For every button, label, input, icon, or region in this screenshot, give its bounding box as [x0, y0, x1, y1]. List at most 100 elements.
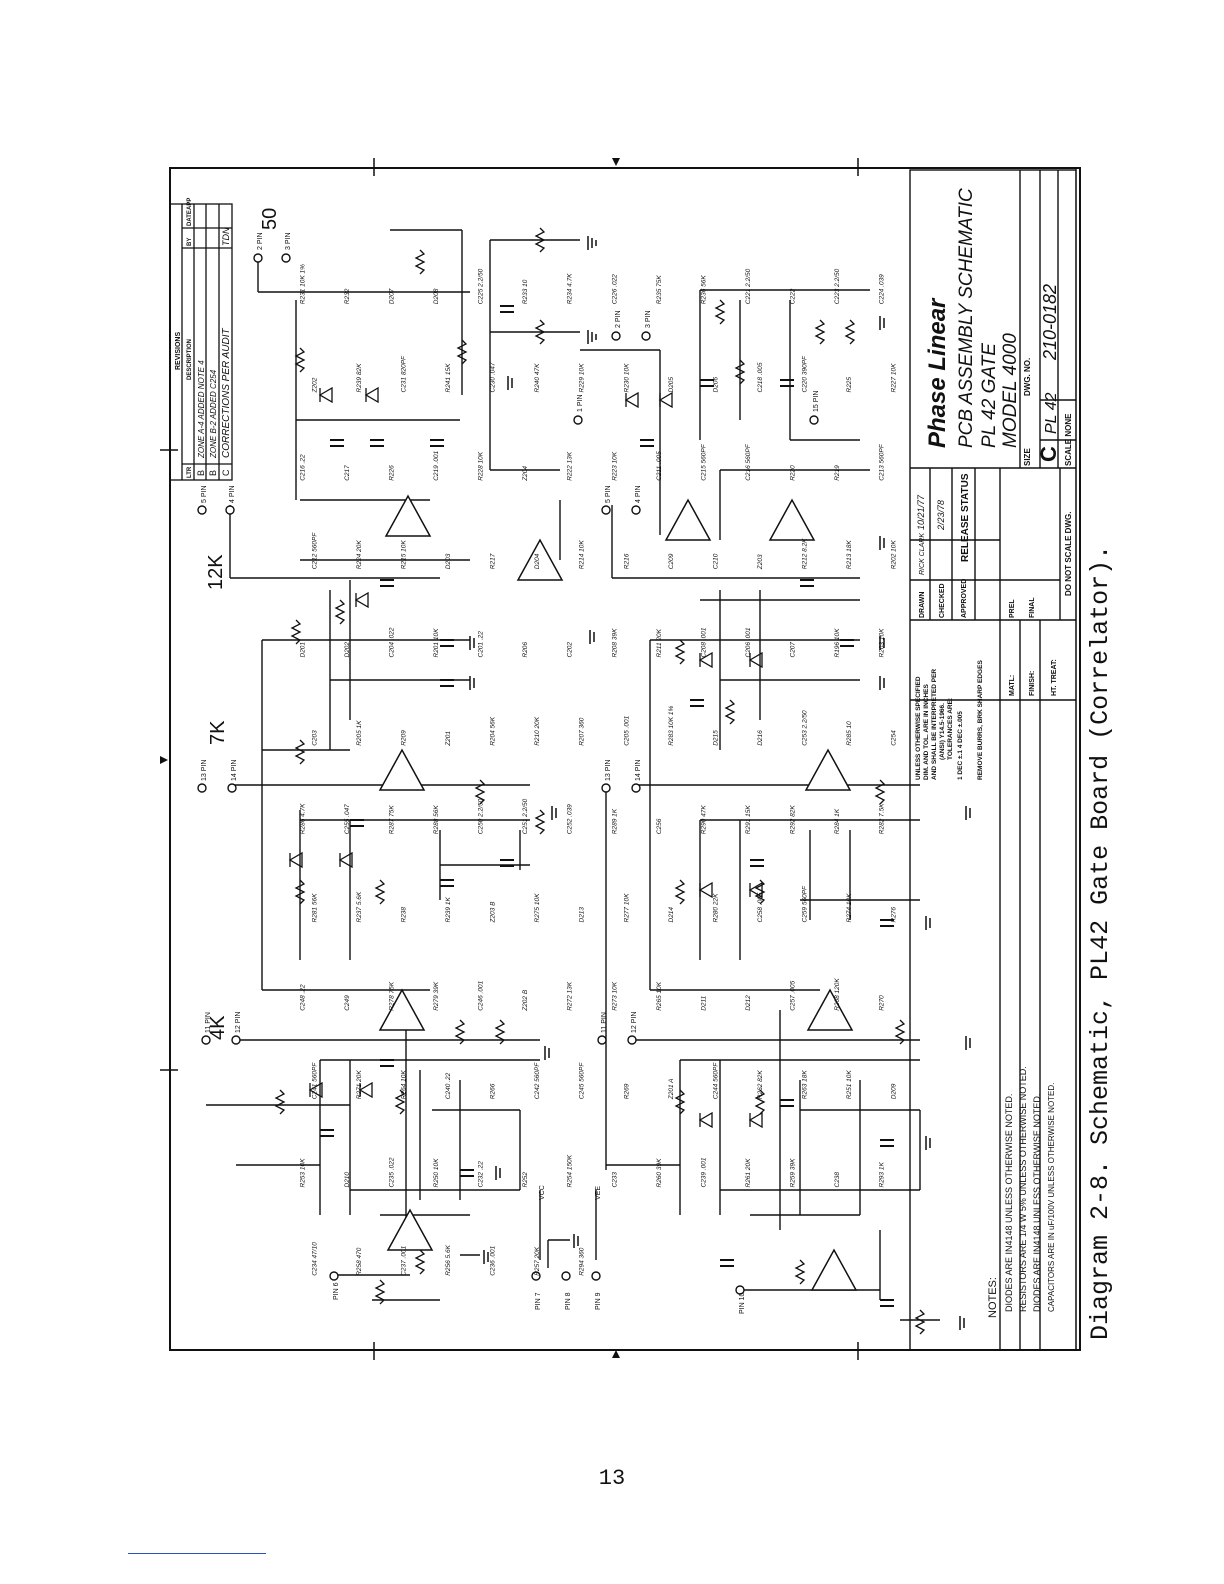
component-label: R208 39K — [611, 628, 618, 658]
component-label: R215 10K — [400, 540, 407, 570]
revision-row-3-by: TDN — [221, 227, 231, 246]
component-label: C236 .001 — [490, 1245, 497, 1275]
checked-date: 2/23/78 — [936, 500, 946, 531]
capacitor-symbols — [320, 305, 894, 1307]
component-label: R237 5.6K — [356, 891, 363, 922]
final-label: FINAL — [1029, 597, 1036, 618]
component-label: R233 10 — [522, 279, 529, 304]
pin-label-12: 12 PIN — [235, 1012, 242, 1033]
component-label: R294 360 — [579, 1247, 586, 1276]
component-label: R227 10K — [891, 363, 898, 393]
component-label: R263 18K — [802, 1070, 809, 1100]
component-label: Z202 B — [522, 989, 529, 1012]
component-label: R274 10K — [846, 893, 853, 923]
revisions-header-by: BY — [187, 238, 193, 246]
drawn-label: DRAWN — [919, 592, 926, 618]
component-label: D216 — [757, 730, 764, 746]
zone-12k: 12K — [205, 554, 227, 590]
component-label: R234 4.7K — [567, 273, 574, 304]
component-label: R207 360 — [579, 717, 586, 746]
component-label: R256 5.6K — [445, 1244, 452, 1275]
component-label: R257 20K — [534, 1246, 541, 1276]
component-label: R225 — [846, 377, 853, 393]
component-label: C201 .22 — [478, 631, 485, 658]
component-label: R254 150K — [567, 1154, 574, 1187]
tolerance-line-5: TOLERANCES ARE: — [947, 698, 954, 760]
component-label: C218 .005 — [757, 362, 764, 392]
component-label: C251 2.2/50 — [522, 798, 529, 834]
pin-label-10: PIN 10 — [739, 1292, 746, 1314]
component-label: Z201 — [445, 731, 452, 747]
component-label: R288 56K — [433, 805, 440, 835]
component-label: R289 1K — [611, 808, 618, 834]
schematic-notes: NOTES: DIODES ARE IN4148 UNLESS OTHERWIS… — [987, 1066, 1056, 1318]
component-label: C241 560PF — [311, 1062, 318, 1100]
component-label: Z201 A — [668, 1078, 675, 1100]
component-label: R229 10K — [579, 363, 586, 393]
component-label: C207 — [790, 642, 797, 658]
component-label: R250 10K — [433, 1158, 440, 1188]
component-label: R212 8.2K — [802, 538, 809, 569]
tolerance-line-1: UNLESS OTHERWISE SPECIFIED — [915, 676, 922, 780]
component-label: R201 10K — [433, 628, 440, 658]
component-label: R283 10K 1% — [668, 705, 675, 745]
component-label: D208 — [433, 288, 440, 304]
component-label: R232 — [344, 288, 351, 304]
component-label: R260 39K — [656, 1158, 663, 1188]
company-logo: Phase Linear — [924, 297, 951, 448]
component-label: R228 10K — [478, 451, 485, 481]
component-label: C216 .22 — [299, 454, 306, 481]
component-label: R230 10K — [623, 363, 630, 393]
footnote-rule — [128, 1553, 266, 1554]
component-label: C219 .001 — [433, 450, 440, 480]
component-label: R293 1K — [879, 1162, 886, 1188]
pin-label-13: 13 PIN — [201, 760, 208, 781]
component-label: R252 — [522, 1172, 529, 1188]
pin-label-14b: 14 PIN — [635, 760, 642, 781]
pin-label-12b: 12 PIN — [631, 1012, 638, 1033]
component-label: R272 13K — [567, 981, 574, 1011]
tolerance-line-3: AND SHALL BE INTERPRETED PER — [931, 669, 938, 780]
component-label: R214 10K — [579, 540, 586, 570]
component-label: C253 2.2/50 — [802, 710, 809, 746]
component-label: D205 — [668, 377, 675, 393]
component-label: C211 .005 — [656, 451, 663, 481]
component-label: Z203 B — [490, 901, 497, 924]
supply-vee: VEE — [595, 1186, 602, 1200]
dwg-number: 210-0182 — [1040, 284, 1060, 361]
component-label: C210 — [712, 553, 719, 569]
revision-row-2-desc: ZONE B-2 ADDED C254 — [209, 369, 218, 459]
component-label: C217 — [344, 465, 351, 481]
component-label: C250 2.2/50 — [478, 798, 485, 834]
circuit-wiring — [206, 229, 940, 1321]
component-label: R271 20K — [356, 1070, 363, 1100]
revisions-header-description: DESCRIPTION — [187, 339, 193, 380]
component-label: C204 .022 — [388, 627, 395, 657]
revision-row-2-ltr: B — [208, 470, 218, 476]
component-label: R268 120K — [834, 978, 841, 1011]
pin-label-1: 1 PIN — [577, 394, 584, 412]
do-not-scale: DO NOT SCALE DWG. — [1064, 512, 1073, 596]
component-label: C252 .039 — [567, 804, 574, 834]
component-label: R278 75K — [388, 981, 395, 1011]
scale-label: SCALE NONE — [1064, 413, 1073, 466]
component-label: R266 — [490, 1083, 497, 1099]
component-label: D201 — [299, 642, 306, 658]
zone-7k: 7K — [207, 720, 229, 745]
component-label: C239 .001 — [700, 1157, 707, 1187]
component-label: D207 — [388, 288, 395, 304]
pin-label-4b: 4 PIN — [635, 485, 642, 503]
revisions-header-ltr: LTR — [187, 466, 193, 478]
revisions-header-date: DATE — [187, 210, 193, 226]
component-label: R285 10 — [846, 721, 853, 746]
component-label: R196 10K — [834, 628, 841, 658]
component-label: D211 — [700, 995, 707, 1010]
zone-4k: 4K — [207, 1015, 229, 1040]
component-label: C242 560PF — [534, 1062, 541, 1100]
component-label: C212 560PF — [311, 532, 318, 570]
component-label: R262 82K — [757, 1070, 764, 1100]
component-label: R261 20K — [745, 1158, 752, 1188]
component-label: C226 .022 — [611, 274, 618, 304]
component-label: C240 .22 — [445, 1072, 452, 1099]
approved-label: APPROVED — [961, 579, 968, 618]
